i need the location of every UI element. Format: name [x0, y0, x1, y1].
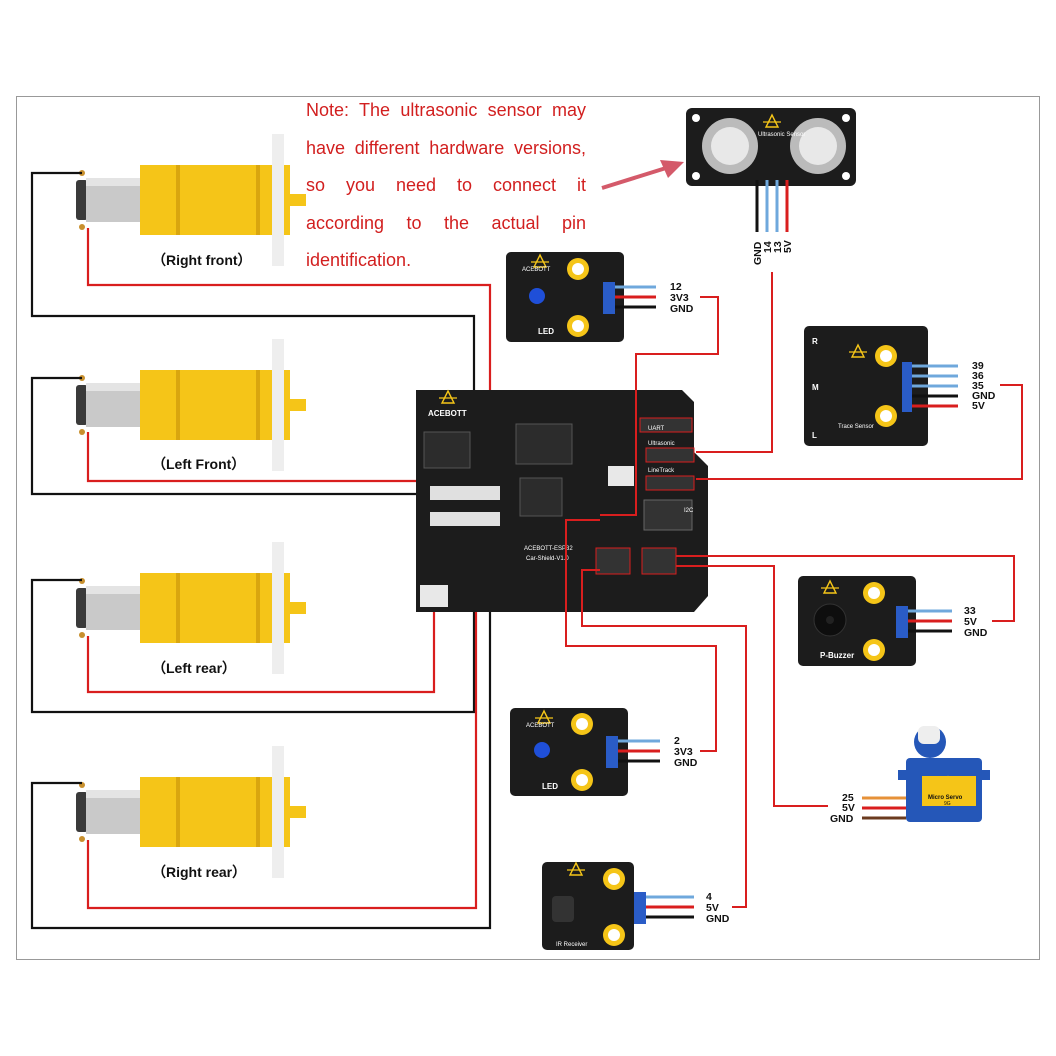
- ir-pin-4: 4: [706, 891, 712, 903]
- trace-mark-l: L: [812, 431, 817, 440]
- led-module-top: ACEBOTT LED: [506, 252, 624, 342]
- led-top-pin-g: GND: [670, 303, 694, 315]
- ir-title: IR Receiver: [556, 942, 587, 948]
- trace-pin-39: 39: [972, 360, 984, 372]
- led-top-wires: [615, 285, 656, 309]
- led-bottom-pin-gnd: GND: [674, 757, 698, 769]
- ultrasonic-pin-14: 14: [762, 241, 774, 253]
- motor-right-rear: [76, 746, 306, 878]
- header-i2c: I2C: [684, 508, 694, 514]
- led-top-pin-s: 12: [670, 281, 682, 293]
- buzzer-title: P-Buzzer: [820, 651, 854, 660]
- ir-wires: [646, 895, 694, 919]
- servo-title: Micro Servo: [928, 795, 963, 801]
- ir-pin-5v: 5V: [706, 902, 719, 914]
- buzzer-wires: [908, 609, 952, 633]
- led-bottom-pin-3v3: 3V3: [674, 746, 693, 758]
- motor-label-right-rear: （Right rear）: [152, 864, 247, 880]
- buzzer-pin-5v: 5V: [964, 616, 977, 628]
- trace-pin-gnd: GND: [972, 390, 996, 402]
- led-top-brand: ACEBOTT: [522, 267, 551, 273]
- ultrasonic-pin-13: 13: [772, 241, 784, 253]
- ir-receiver-module: IR Receiver: [542, 862, 646, 950]
- led-bottom-brand: ACEBOTT: [526, 723, 555, 729]
- trace-sensor: R M L Trace Sensor: [804, 326, 928, 446]
- trace-pin-36: 36: [972, 370, 984, 382]
- servo-pin-gnd: GND: [830, 813, 854, 825]
- led-bottom-wires: [618, 739, 660, 763]
- trace-pin-35: 35: [972, 380, 984, 392]
- note-text: Note: The ultrasonic sensor may have dif…: [306, 100, 586, 270]
- ultrasonic-sensor: Ultrasonic Sensor: [686, 108, 856, 186]
- ultrasonic-signal-wire: [696, 272, 773, 453]
- ultrasonic-title: Ultrasonic Sensor: [758, 132, 805, 138]
- servo-signal-wire: [676, 565, 828, 807]
- led-bottom-pin-2: 2: [674, 735, 680, 747]
- motor-right-front: [76, 134, 306, 266]
- buzzer-module: P-Buzzer: [798, 576, 916, 666]
- servo-subtitle: 9G: [944, 801, 951, 807]
- motor-left-rear: [76, 542, 306, 674]
- buzzer-pin-33: 33: [964, 605, 976, 617]
- board-name: Car-Shield-V1.0: [526, 556, 569, 562]
- esp32-car-shield: ACEBOTT UART Ultrasonic LineTrack I2C AC…: [416, 390, 708, 612]
- led-bottom-signal-wire: [565, 519, 717, 752]
- motor-label-right-front: （Right front）: [152, 252, 252, 268]
- trace-title: Trace Sensor: [838, 424, 874, 430]
- board-model: ACEBOTT-ESP32: [524, 546, 573, 552]
- note-arrow: [601, 160, 684, 190]
- led-top-pin-v: 3V3: [670, 292, 689, 304]
- motor-label-left-front: （Left Front）: [152, 456, 246, 472]
- micro-servo: Micro Servo 9G: [898, 726, 990, 822]
- board-brand: ACEBOTT: [428, 409, 467, 418]
- header-linetrack: LineTrack: [648, 468, 675, 474]
- led-module-bottom: ACEBOTT LED: [510, 708, 628, 796]
- motor-left-front: [76, 339, 306, 471]
- led-bottom-title: LED: [542, 782, 558, 791]
- ultrasonic-pin-5v: 5V: [782, 240, 794, 253]
- ultrasonic-pin-gnd: GND: [752, 241, 764, 265]
- header-uart: UART: [648, 426, 665, 432]
- motor-wires: [30, 171, 492, 930]
- servo-wires: [862, 796, 906, 820]
- diagram-frame: [16, 96, 1040, 960]
- header-ultrasonic: Ultrasonic: [648, 441, 675, 447]
- servo-pin-5v: 5V: [842, 802, 855, 814]
- ir-pin-gnd: GND: [706, 913, 730, 925]
- motor-label-left-rear: （Left rear）: [152, 660, 237, 676]
- led-top-signal-wire: [600, 296, 719, 516]
- trace-signal-wire: [696, 384, 1023, 480]
- ultrasonic-wires: [755, 180, 789, 232]
- ir-signal-wire: [581, 569, 747, 908]
- buzzer-signal-wire: [676, 555, 1015, 622]
- led-top-title: LED: [538, 327, 554, 336]
- servo-pin-25: 25: [842, 792, 854, 804]
- trace-mark-r: R: [812, 337, 818, 346]
- trace-wires: [912, 364, 958, 408]
- trace-mark-m: M: [812, 383, 819, 392]
- trace-pin-5v: 5V: [972, 400, 985, 412]
- buzzer-pin-gnd: GND: [964, 627, 988, 639]
